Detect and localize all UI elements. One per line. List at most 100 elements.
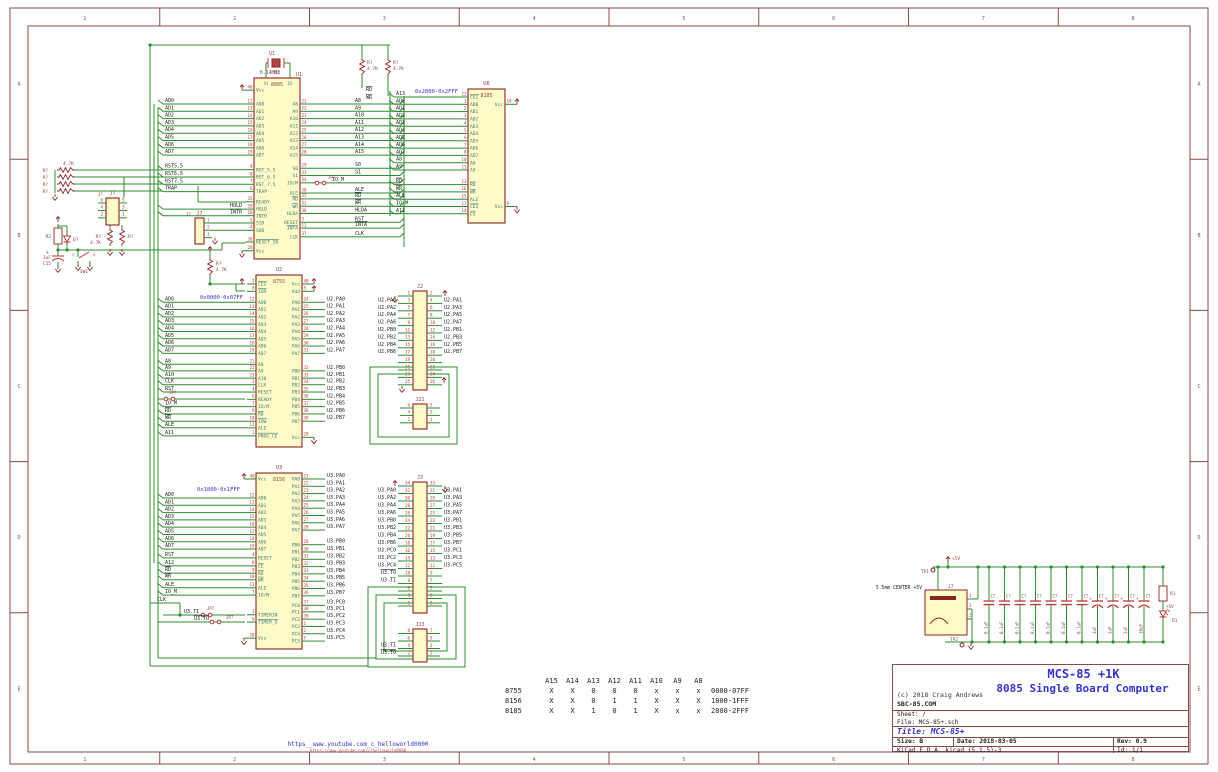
svg-text:1: 1 (407, 290, 410, 295)
svg-text:7: 7 (252, 401, 255, 406)
svg-text:24: 24 (302, 120, 308, 125)
svg-text:0.1uF: 0.1uF (999, 621, 1004, 634)
youtube-link: https__www.youtube.com_c_helloworld0000 … (258, 741, 458, 753)
svg-text:17: 17 (249, 333, 255, 338)
svg-text:U2.PA1: U2.PA1 (327, 304, 345, 310)
svg-text:U3.TO: U3.TO (194, 616, 209, 622)
svg-text:25: 25 (304, 304, 310, 309)
svg-text:PC0: PC0 (292, 603, 301, 609)
svg-text:PB7: PB7 (292, 593, 301, 599)
svg-text:A13: A13 (355, 135, 364, 141)
svg-text:PA6: PA6 (292, 344, 301, 350)
svg-text:8085: 8085 (271, 82, 283, 88)
svg-text:RST_5.5: RST_5.5 (256, 167, 276, 173)
svg-text:ALE: ALE (396, 193, 405, 199)
svg-text:A: A (17, 82, 20, 88)
svg-text:A9: A9 (355, 105, 361, 111)
svg-text:13: 13 (249, 500, 255, 505)
svg-text:30: 30 (304, 546, 310, 551)
svg-text:PA1: PA1 (292, 484, 301, 490)
svg-text:U2.PA6: U2.PA6 (327, 340, 345, 346)
svg-text:1uF: 1uF (1108, 626, 1113, 634)
svg-text:34: 34 (304, 576, 310, 581)
svg-text:20: 20 (249, 632, 255, 637)
svg-text:U2.PA0: U2.PA0 (327, 296, 345, 302)
svg-text:4: 4 (407, 593, 410, 598)
svg-text:AD7: AD7 (470, 153, 479, 159)
svg-text:A12: A12 (290, 131, 299, 137)
svg-text:IOR: IOR (258, 289, 267, 295)
svg-text:U3.PA3: U3.PA3 (444, 495, 462, 501)
size: Size: B (897, 738, 924, 745)
svg-text:PB0: PB0 (292, 542, 301, 548)
svg-text:0.1uF: 0.1uF (1061, 621, 1066, 634)
svg-text:32: 32 (302, 193, 308, 198)
svg-text:14: 14 (430, 335, 436, 340)
svg-text:U3.PA5: U3.PA5 (327, 510, 345, 516)
svg-text:R2: R2 (46, 234, 52, 240)
svg-text:RD: RD (292, 197, 298, 203)
svg-text:C: C (17, 384, 20, 390)
svg-text:RD: RD (258, 571, 264, 577)
svg-text:U2.PA3: U2.PA3 (444, 305, 462, 311)
svg-text:25: 25 (430, 510, 436, 515)
ic-U3[interactable]: U381560x1800-0x1FFF40Vcc12AD0AD013AD1AD1… (157, 465, 345, 650)
svg-text:2: 2 (93, 252, 95, 257)
svg-text:37: 37 (304, 600, 310, 605)
svg-text:ALE: ALE (355, 187, 364, 193)
svg-text:27: 27 (304, 517, 310, 522)
connector-J2[interactable]: J213U2.PA05U2.PA27U2.PA49U2.PA611U2.PB01… (378, 284, 462, 391)
svg-text:18: 18 (405, 540, 411, 545)
svg-text:PA7: PA7 (292, 528, 301, 534)
svg-text:SID: SID (256, 221, 265, 227)
svg-text:RESET_IN: RESET_IN (256, 240, 278, 246)
column-header: A8 (694, 677, 703, 685)
svg-text:3: 3 (122, 205, 125, 210)
svg-text:38: 38 (304, 408, 310, 413)
svg-text:AD2: AD2 (165, 113, 174, 119)
connector-J3[interactable]: J33432U3.PA030U3.PA228U3.PA426U3.PA624U3… (378, 475, 462, 614)
svg-text:0x2800-0x2FFF: 0x2800-0x2FFF (415, 89, 458, 95)
svg-text:2: 2 (100, 212, 103, 217)
svg-text:HOLD: HOLD (256, 207, 267, 213)
svg-text:JP7: JP7 (207, 606, 215, 611)
address-range: 2800-2FFF (711, 707, 749, 715)
discrete-components[interactable]: JP7JP7JP7JP?C?0.1uFC?0.1uFC?0.1uFC?0.1uF… (43, 51, 1178, 650)
svg-text:6: 6 (430, 305, 433, 310)
svg-text:U3.PA4: U3.PA4 (327, 502, 345, 508)
svg-text:J7: J7 (948, 584, 954, 590)
svg-text:Vcc: Vcc (292, 282, 301, 288)
svg-text:U3.TO: U3.TO (381, 570, 396, 576)
svg-text:23: 23 (249, 372, 255, 377)
ic-U1[interactable]: U1808540Vcc12AD0AD013AD1AD114AD2AD215AD3… (157, 70, 405, 260)
svg-text:8: 8 (407, 578, 410, 583)
svg-text:25: 25 (405, 379, 411, 384)
svg-text:C15: C15 (43, 261, 51, 267)
svg-text:Vcc: Vcc (258, 477, 267, 483)
svg-text:CE1: CE1 (470, 204, 479, 210)
svg-text:18: 18 (507, 99, 513, 104)
svg-text:AD0: AD0 (258, 496, 267, 502)
svg-text:TP1: TP1 (921, 569, 929, 575)
svg-text:PC1: PC1 (292, 609, 301, 615)
address-bit: X (549, 707, 554, 715)
svg-text:U3.TO: U3.TO (381, 650, 396, 656)
ic-U2[interactable]: U287550x0000-0x07FF2CE28IOR12AD0AD013AD1… (157, 267, 345, 448)
svg-text:E: E (1197, 686, 1200, 692)
svg-text:29: 29 (302, 163, 308, 168)
svg-text:U3.PC3: U3.PC3 (444, 555, 462, 561)
svg-text:8185: 8185 (480, 93, 492, 99)
svg-text:U3.PA7: U3.PA7 (444, 510, 462, 516)
svg-text:PA5: PA5 (292, 513, 301, 519)
svg-text:1: 1 (430, 650, 433, 655)
svg-text:4: 4 (430, 298, 433, 303)
svg-text:CS: CS (470, 211, 476, 217)
svg-text:PB5: PB5 (292, 404, 301, 410)
svg-text:Vcc: Vcc (256, 88, 265, 94)
svg-text:1uF: 1uF (1092, 626, 1097, 634)
